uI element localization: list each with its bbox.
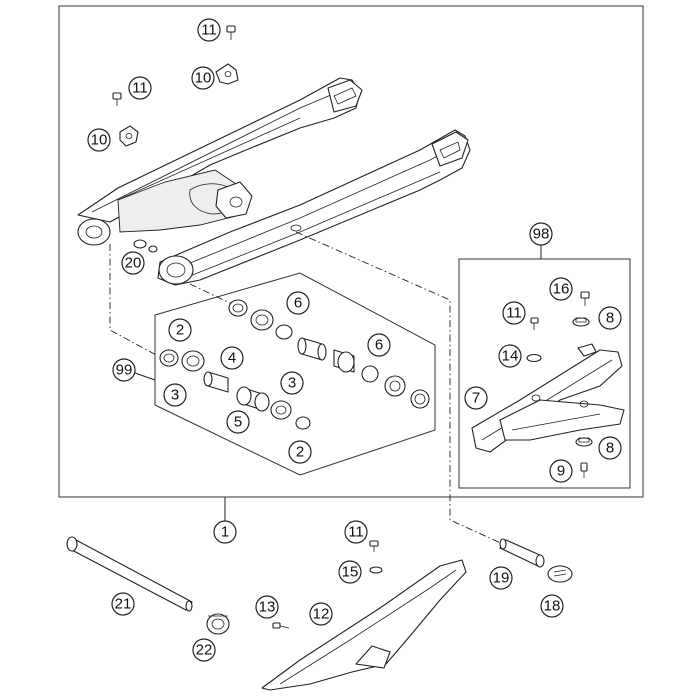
svg-text:8: 8 (606, 310, 614, 327)
callout-6b: 6 (367, 333, 391, 357)
svg-text:3: 3 (288, 375, 296, 392)
callout-18: 18 (540, 594, 564, 618)
callout-6a: 6 (286, 291, 310, 315)
svg-text:2: 2 (296, 444, 304, 461)
screw-kit-part (530, 291, 590, 330)
svg-text:15: 15 (342, 564, 359, 581)
svg-text:12: 12 (313, 606, 330, 623)
svg-text:10: 10 (91, 132, 108, 149)
callout-2b: 2 (288, 440, 312, 464)
callout-13: 13 (255, 595, 279, 619)
svg-text:11: 11 (132, 80, 148, 97)
washer-guard-part (369, 566, 383, 574)
clamp-left-part (119, 125, 139, 147)
callout-21: 21 (111, 592, 135, 616)
dash-leader-pivot-left (109, 244, 159, 357)
svg-text:5: 5 (234, 414, 242, 431)
bearing-kit-parts (159, 299, 430, 430)
callout-99-leader (134, 372, 156, 381)
svg-text:11: 11 (201, 22, 217, 39)
svg-text:6: 6 (375, 337, 383, 354)
svg-text:1: 1 (221, 524, 229, 541)
callout-15: 15 (338, 560, 362, 584)
callout-16: 16 (549, 277, 573, 301)
callout-8b: 8 (598, 436, 622, 460)
screw-top-part (226, 25, 236, 40)
callout-10b: 10 (87, 128, 111, 152)
svg-text:10: 10 (195, 70, 212, 87)
pivot-nut-part (206, 613, 230, 635)
callout-7: 7 (464, 386, 488, 410)
svg-text:3: 3 (171, 387, 179, 404)
clamp-top-part (215, 63, 239, 85)
callout-12: 12 (309, 602, 333, 626)
callout-20: 20 (121, 251, 145, 275)
svg-text:19: 19 (493, 570, 510, 587)
callout-3b: 3 (280, 371, 304, 395)
svg-text:21: 21 (115, 596, 132, 613)
callout-11b: 11 (128, 76, 152, 100)
main-assembly-frame (58, 5, 644, 498)
callout-99: 99 (112, 358, 136, 382)
screw-kit-bottom-part (580, 462, 588, 478)
dash-leader-axle (295, 231, 506, 546)
svg-text:14: 14 (502, 348, 519, 365)
callout-3a: 3 (163, 383, 187, 407)
callout-11d: 11 (344, 520, 368, 544)
chain-guard-part (261, 559, 467, 691)
axle-cap-part (547, 565, 573, 583)
screw-left-part (112, 92, 122, 106)
svg-text:98: 98 (533, 226, 550, 243)
callout-4: 4 (220, 346, 244, 370)
chain-guide-kit-frame (458, 258, 631, 489)
callout-1: 1 (213, 520, 237, 544)
svg-text:20: 20 (125, 255, 142, 272)
svg-text:22: 22 (196, 642, 213, 659)
callout-11c: 11 (502, 301, 526, 325)
callout-98: 98 (529, 222, 553, 246)
svg-text:11: 11 (348, 524, 364, 541)
svg-text:8: 8 (606, 440, 614, 457)
svg-text:11: 11 (506, 305, 522, 322)
ktm-wordmark-badge-icon (553, 569, 567, 577)
callout-11a: 11 (197, 18, 221, 42)
svg-text:18: 18 (544, 598, 561, 615)
swingarm-part (77, 77, 471, 286)
callout-9: 9 (549, 459, 573, 483)
svg-text:99: 99 (116, 362, 133, 379)
svg-text:9: 9 (557, 463, 565, 480)
svg-text:2: 2 (176, 322, 184, 339)
callout-22: 22 (192, 638, 216, 662)
callout-5: 5 (226, 410, 250, 434)
svg-text:7: 7 (472, 390, 480, 407)
callout-14: 14 (498, 344, 522, 368)
axle-pivot-part (66, 536, 193, 612)
svg-text:16: 16 (553, 281, 570, 298)
chain-slider-part (471, 343, 625, 453)
svg-text:4: 4 (228, 350, 236, 367)
dash-leader-pivot-right (189, 283, 233, 305)
svg-text:13: 13 (259, 599, 276, 616)
svg-text:6: 6 (294, 295, 302, 312)
screw-guard-part (272, 540, 379, 629)
callout-10a: 10 (191, 66, 215, 90)
axle-bolt-part (499, 538, 545, 568)
callout-19: 19 (489, 566, 513, 590)
callout-8a: 8 (598, 306, 622, 330)
nut-kit-part (526, 317, 593, 447)
callout-2a: 2 (168, 318, 192, 342)
bearing-kit-frame (154, 272, 436, 476)
